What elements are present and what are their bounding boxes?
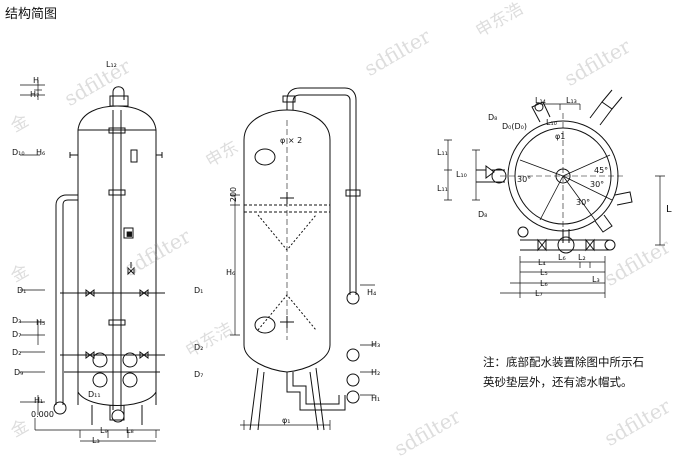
label-l4: L₄ [538, 258, 546, 267]
label-d8-bottom: D₈ [478, 210, 488, 219]
label-l9: L₉ [100, 426, 108, 435]
label-h1-left: H₁ [34, 396, 44, 405]
label-h4: H₄ [367, 288, 377, 297]
label-l8: L₈ [126, 426, 134, 435]
label-h7: H₇ [30, 90, 40, 99]
label-d2-right: D₂ [194, 343, 204, 352]
label-h2: H₂ [371, 368, 381, 377]
label-l12: L₁₂ [106, 60, 117, 69]
note-line-1: 注：底部配水装置除图中所示石 [483, 355, 644, 369]
plan-view [444, 89, 665, 298]
label-l13: L₁₃ [566, 96, 577, 105]
label-phi-top: φ × 2 [280, 136, 303, 145]
label-d11: D₁₁ [88, 390, 101, 399]
label-l7: L₇ [535, 289, 543, 298]
label-d0: D₀(D₀) [502, 122, 527, 131]
label-d10: D₁₀ [12, 148, 25, 157]
label-l14: L₁₄ [535, 96, 546, 105]
label-d9: D₉ [14, 368, 24, 377]
label-30c: 30° [576, 198, 591, 207]
label-l6: L₆ [558, 253, 566, 262]
label-l6b: L₆ [540, 279, 548, 288]
label-d2: D₂ [12, 348, 22, 357]
label-45: 45° [594, 166, 609, 175]
sight-glass-mark: ■ [126, 230, 133, 238]
label-d1-right: D₁ [194, 286, 204, 295]
note-line-2: 英砂垫层外，还有滤水帽式。 [483, 375, 633, 389]
label-l: L [666, 204, 672, 215]
label-phi1: φ1 [555, 132, 566, 141]
label-d7-right: D₇ [194, 370, 204, 379]
label-h6: H₆ [36, 148, 46, 157]
page-title: 结构简图 [5, 7, 58, 22]
label-d1: D₁ [17, 286, 27, 295]
label-l11-a: L₁₁ [437, 148, 448, 157]
label-l3: L₃ [592, 275, 600, 284]
label-l11-b: L₁₁ [437, 184, 448, 193]
label-l5: L₅ [540, 268, 548, 277]
label-h: H [33, 76, 40, 85]
label-d3: D₃ [12, 316, 22, 325]
middle-vessel [230, 87, 375, 431]
label-l10-left: L₁₀ [456, 170, 467, 179]
label-h5: H₅ [36, 318, 46, 327]
label-h1-mid: H₁ [371, 394, 381, 403]
label-l2: L₂ [578, 253, 586, 262]
label-l10-top: L₁₀ [546, 118, 557, 127]
left-vessel: ■ [20, 80, 165, 442]
note-text: 注：底部配水装置除图中所示石 英砂垫层外，还有滤水帽式。 [483, 352, 683, 392]
label-h3: H₃ [371, 340, 381, 349]
valve-group-left [60, 262, 165, 388]
label-phi-small: φ₁ [282, 416, 291, 425]
label-d8-top: D₈ [488, 113, 498, 122]
label-zero: 0.000 [31, 410, 54, 419]
label-30b: 30° [590, 180, 605, 189]
label-d7-left: D₇ [12, 330, 22, 339]
label-l3-left: L₃ [92, 436, 100, 445]
label-30a: 30° [517, 175, 532, 184]
label-200: 200 [229, 186, 239, 203]
label-h6-mid: H₆ [226, 268, 236, 277]
